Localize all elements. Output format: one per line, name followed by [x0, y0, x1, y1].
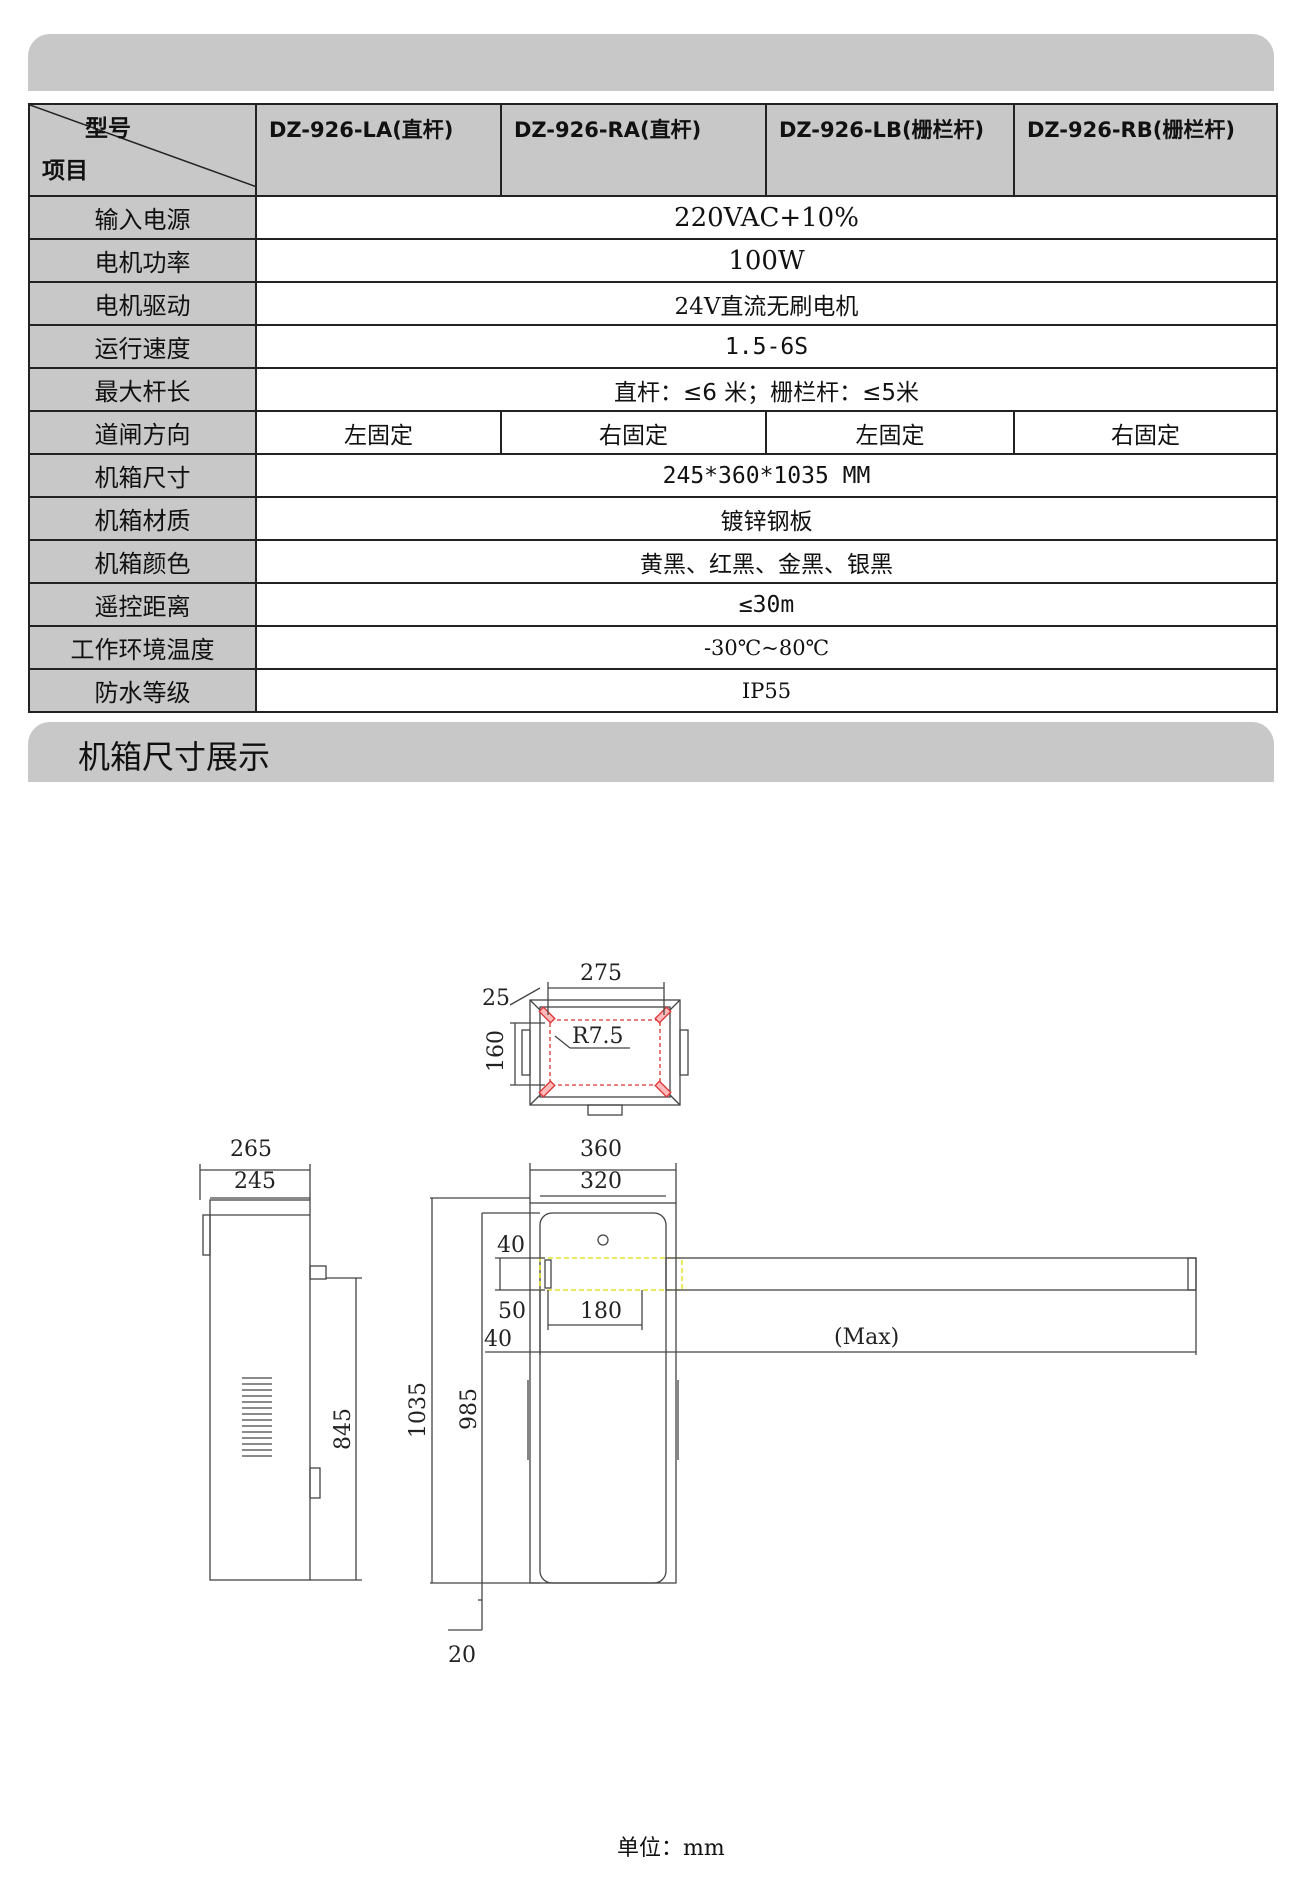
dim-845: 845: [331, 1408, 356, 1450]
row-value: 右固定: [1013, 410, 1278, 455]
table-row: 机箱尺寸 245*360*1035 MM: [28, 453, 1278, 498]
dim-50: 50: [498, 1299, 526, 1324]
section-title: 机箱尺寸展示: [78, 738, 271, 776]
spec-table: 型号 项目 DZ-926-LA(直杆) DZ-926-RA(直杆) DZ-926…: [28, 103, 1278, 713]
corner-cell: 型号 项目: [28, 103, 257, 197]
row-value: 黄黑、红黑、金黑、银黑: [255, 539, 1278, 584]
dim-25: 25: [482, 986, 510, 1011]
model-header: DZ-926-RA(直杆): [500, 103, 767, 197]
table-row: 工作环境温度 -30℃~80℃: [28, 625, 1278, 670]
side-view: [199, 1164, 362, 1581]
row-value: 镀锌钢板: [255, 496, 1278, 541]
dim-1035: 1035: [406, 1382, 431, 1438]
row-value: 1.5-6S: [255, 324, 1278, 369]
top-view: [509, 982, 689, 1116]
row-value: IP55: [255, 668, 1278, 713]
row-label: 机箱材质: [28, 496, 257, 541]
dim-985: 985: [457, 1388, 482, 1430]
model-header: DZ-926-LB(栅栏杆): [765, 103, 1015, 197]
unit-value: mm: [683, 1836, 725, 1861]
unit-note: 单位：mm: [617, 1830, 725, 1862]
row-value: 100W: [255, 238, 1278, 283]
dim-180: 180: [580, 1299, 622, 1324]
row-label: 机箱颜色: [28, 539, 257, 584]
row-label: 最大杆长: [28, 367, 257, 412]
dim-320: 320: [580, 1169, 622, 1194]
table-row: 道闸方向 左固定 右固定 左固定 右固定: [28, 410, 1278, 455]
table-row: 最大杆长 直杆：≤6 米；栅栏杆：≤5米: [28, 367, 1278, 412]
row-value: ≤30m: [255, 582, 1278, 627]
row-value: 右固定: [500, 410, 767, 455]
dim-r7-5: R7.5: [572, 1024, 624, 1049]
top-view-inner: [539, 1006, 671, 1098]
row-value: 245*360*1035 MM: [255, 453, 1278, 498]
table-row: 防水等级 IP55: [28, 668, 1278, 713]
side-view-louver: [242, 1377, 272, 1457]
dim-max: (Max): [834, 1325, 899, 1350]
model-header: DZ-926-LA(直杆): [255, 103, 502, 197]
barrier-arm: [665, 1257, 1197, 1291]
row-label: 防水等级: [28, 668, 257, 713]
row-value: 左固定: [765, 410, 1015, 455]
row-label: 工作环境温度: [28, 625, 257, 670]
row-label: 机箱尺寸: [28, 453, 257, 498]
row-label: 电机功率: [28, 238, 257, 283]
row-value: 220VAC+10%: [255, 195, 1278, 240]
row-value: -30℃~80℃: [255, 625, 1278, 670]
dim-360: 360: [580, 1137, 622, 1162]
corner-bottom-label: 项目: [42, 158, 88, 184]
table-row: 电机功率 100W: [28, 238, 1278, 283]
corner-top-label: 型号: [85, 116, 131, 142]
table-header-row: 型号 项目 DZ-926-LA(直杆) DZ-926-RA(直杆) DZ-926…: [28, 103, 1278, 197]
row-label: 运行速度: [28, 324, 257, 369]
dim-160: 160: [484, 1030, 509, 1072]
row-value: 左固定: [255, 410, 502, 455]
row-label: 道闸方向: [28, 410, 257, 455]
row-label: 输入电源: [28, 195, 257, 240]
table-row: 机箱颜色 黄黑、红黑、金黑、银黑: [28, 539, 1278, 584]
dim-20: 20: [448, 1643, 476, 1668]
dim-40-top: 40: [497, 1233, 525, 1258]
dim-275: 275: [580, 961, 622, 986]
dimension-drawing: 275 25 160 R7.5 265 245 845 360 320 40 5…: [199, 961, 1197, 1668]
row-value: 直杆：≤6 米；栅栏杆：≤5米: [255, 367, 1278, 412]
side-view-body: [209, 1199, 311, 1581]
table-row: 输入电源 220VAC+10%: [28, 195, 1278, 240]
dim-245: 245: [234, 1169, 276, 1194]
front-view-body: [529, 1202, 677, 1584]
dim-265: 265: [230, 1137, 272, 1162]
front-view: [430, 1163, 1197, 1631]
top-banner: [28, 34, 1274, 91]
row-value: 24V直流无刷电机: [255, 281, 1278, 326]
table-row: 电机驱动 24V直流无刷电机: [28, 281, 1278, 326]
corner-diagonal: [30, 105, 257, 187]
section-banner: 机箱尺寸展示: [28, 722, 1274, 782]
unit-label: 单位：: [617, 1836, 684, 1861]
dim-40-bottom: 40: [484, 1327, 512, 1352]
row-label: 遥控距离: [28, 582, 257, 627]
table-row: 遥控距离 ≤30m: [28, 582, 1278, 627]
model-header: DZ-926-RB(栅栏杆): [1013, 103, 1278, 197]
row-label: 电机驱动: [28, 281, 257, 326]
table-row: 运行速度 1.5-6S: [28, 324, 1278, 369]
table-row: 机箱材质 镀锌钢板: [28, 496, 1278, 541]
